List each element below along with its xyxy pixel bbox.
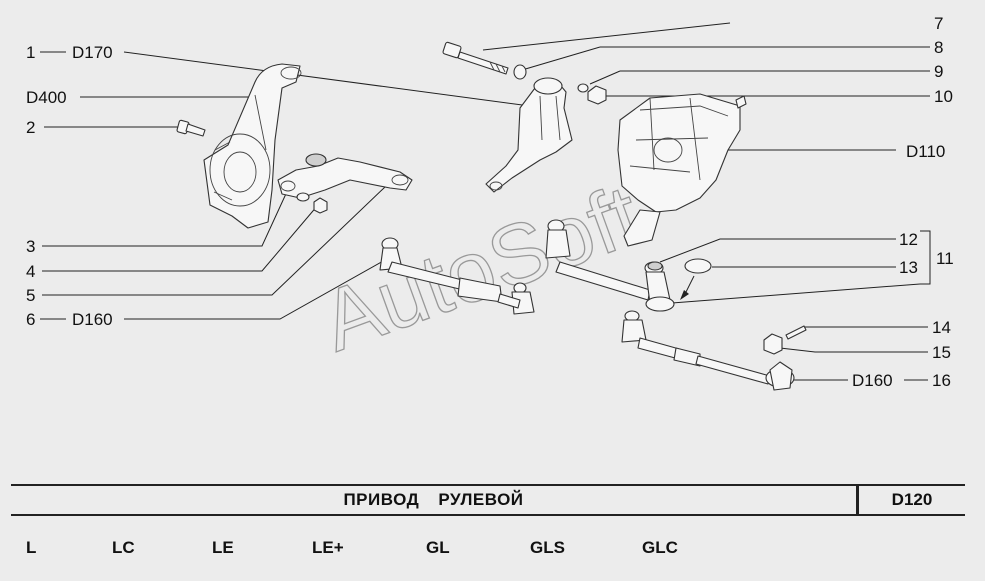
callout-d160-left: D160 <box>72 310 113 329</box>
lock-washer-part <box>296 192 310 202</box>
callout-d160-right: D160 <box>852 371 893 390</box>
callout-d170: D170 <box>72 43 113 62</box>
nut-10-part <box>587 85 607 105</box>
trim-levels: L LC LE LE+ GL GLS GLC <box>0 536 985 560</box>
trim-level[interactable]: LC <box>112 538 135 557</box>
callout-9: 9 <box>934 62 943 81</box>
callout-14: 14 <box>932 318 951 337</box>
title-divider <box>856 486 859 514</box>
callout-16: 16 <box>932 371 951 390</box>
tie-rod-left-part <box>379 237 535 315</box>
trim-level[interactable]: LE <box>212 538 234 557</box>
castle-nut-part <box>763 333 783 355</box>
cotter-pin-part <box>785 325 807 340</box>
tie-rod-right-part <box>621 310 795 391</box>
washer-part <box>513 64 527 80</box>
steering-arm-part <box>277 153 413 199</box>
callout-15: 15 <box>932 343 951 362</box>
trim-level[interactable]: LE+ <box>312 538 344 557</box>
dust-cap-part <box>680 258 712 300</box>
spring-washer-part <box>577 83 589 93</box>
trim-level[interactable]: L <box>26 538 37 557</box>
bolt-part <box>176 119 206 137</box>
title-bar: ПРИВОД РУЛЕВОЙ D120 <box>11 484 965 516</box>
long-bolt-part <box>442 41 509 75</box>
callout-5: 5 <box>26 286 35 305</box>
trim-level[interactable]: GLS <box>530 538 565 557</box>
callout-d400: D400 <box>26 88 67 107</box>
callout-4: 4 <box>26 262 35 281</box>
callout-11: 11 <box>936 249 954 268</box>
callout-labels: 1 D170 D400 2 3 4 5 6 D160 7 8 9 10 D110… <box>26 14 954 390</box>
section-code: D120 <box>891 490 933 509</box>
trim-level[interactable]: GL <box>426 538 450 557</box>
leader-lines <box>40 22 931 381</box>
callout-1: 1 <box>26 43 35 62</box>
centre-link-part <box>545 219 675 312</box>
callout-7: 7 <box>934 14 943 33</box>
page-title: ПРИВОД РУЛЕВОЙ <box>343 490 524 509</box>
callout-3: 3 <box>26 237 35 256</box>
callout-6: 6 <box>26 310 35 329</box>
callout-10: 10 <box>934 87 953 106</box>
pendulum-bracket-part <box>485 77 573 193</box>
callout-8: 8 <box>934 38 943 57</box>
watermark: AutoSoft <box>310 167 653 370</box>
callout-d110: D110 <box>906 142 945 161</box>
callout-2: 2 <box>26 118 35 137</box>
steering-knuckle-part <box>203 63 302 229</box>
callout-13: 13 <box>899 258 918 277</box>
steering-diagram: AutoSoft <box>26 14 954 391</box>
boot-part <box>647 261 663 271</box>
steering-gear-part <box>617 93 747 247</box>
trim-level[interactable]: GLC <box>642 538 678 557</box>
nut-part <box>313 197 328 214</box>
callout-12: 12 <box>899 230 918 249</box>
